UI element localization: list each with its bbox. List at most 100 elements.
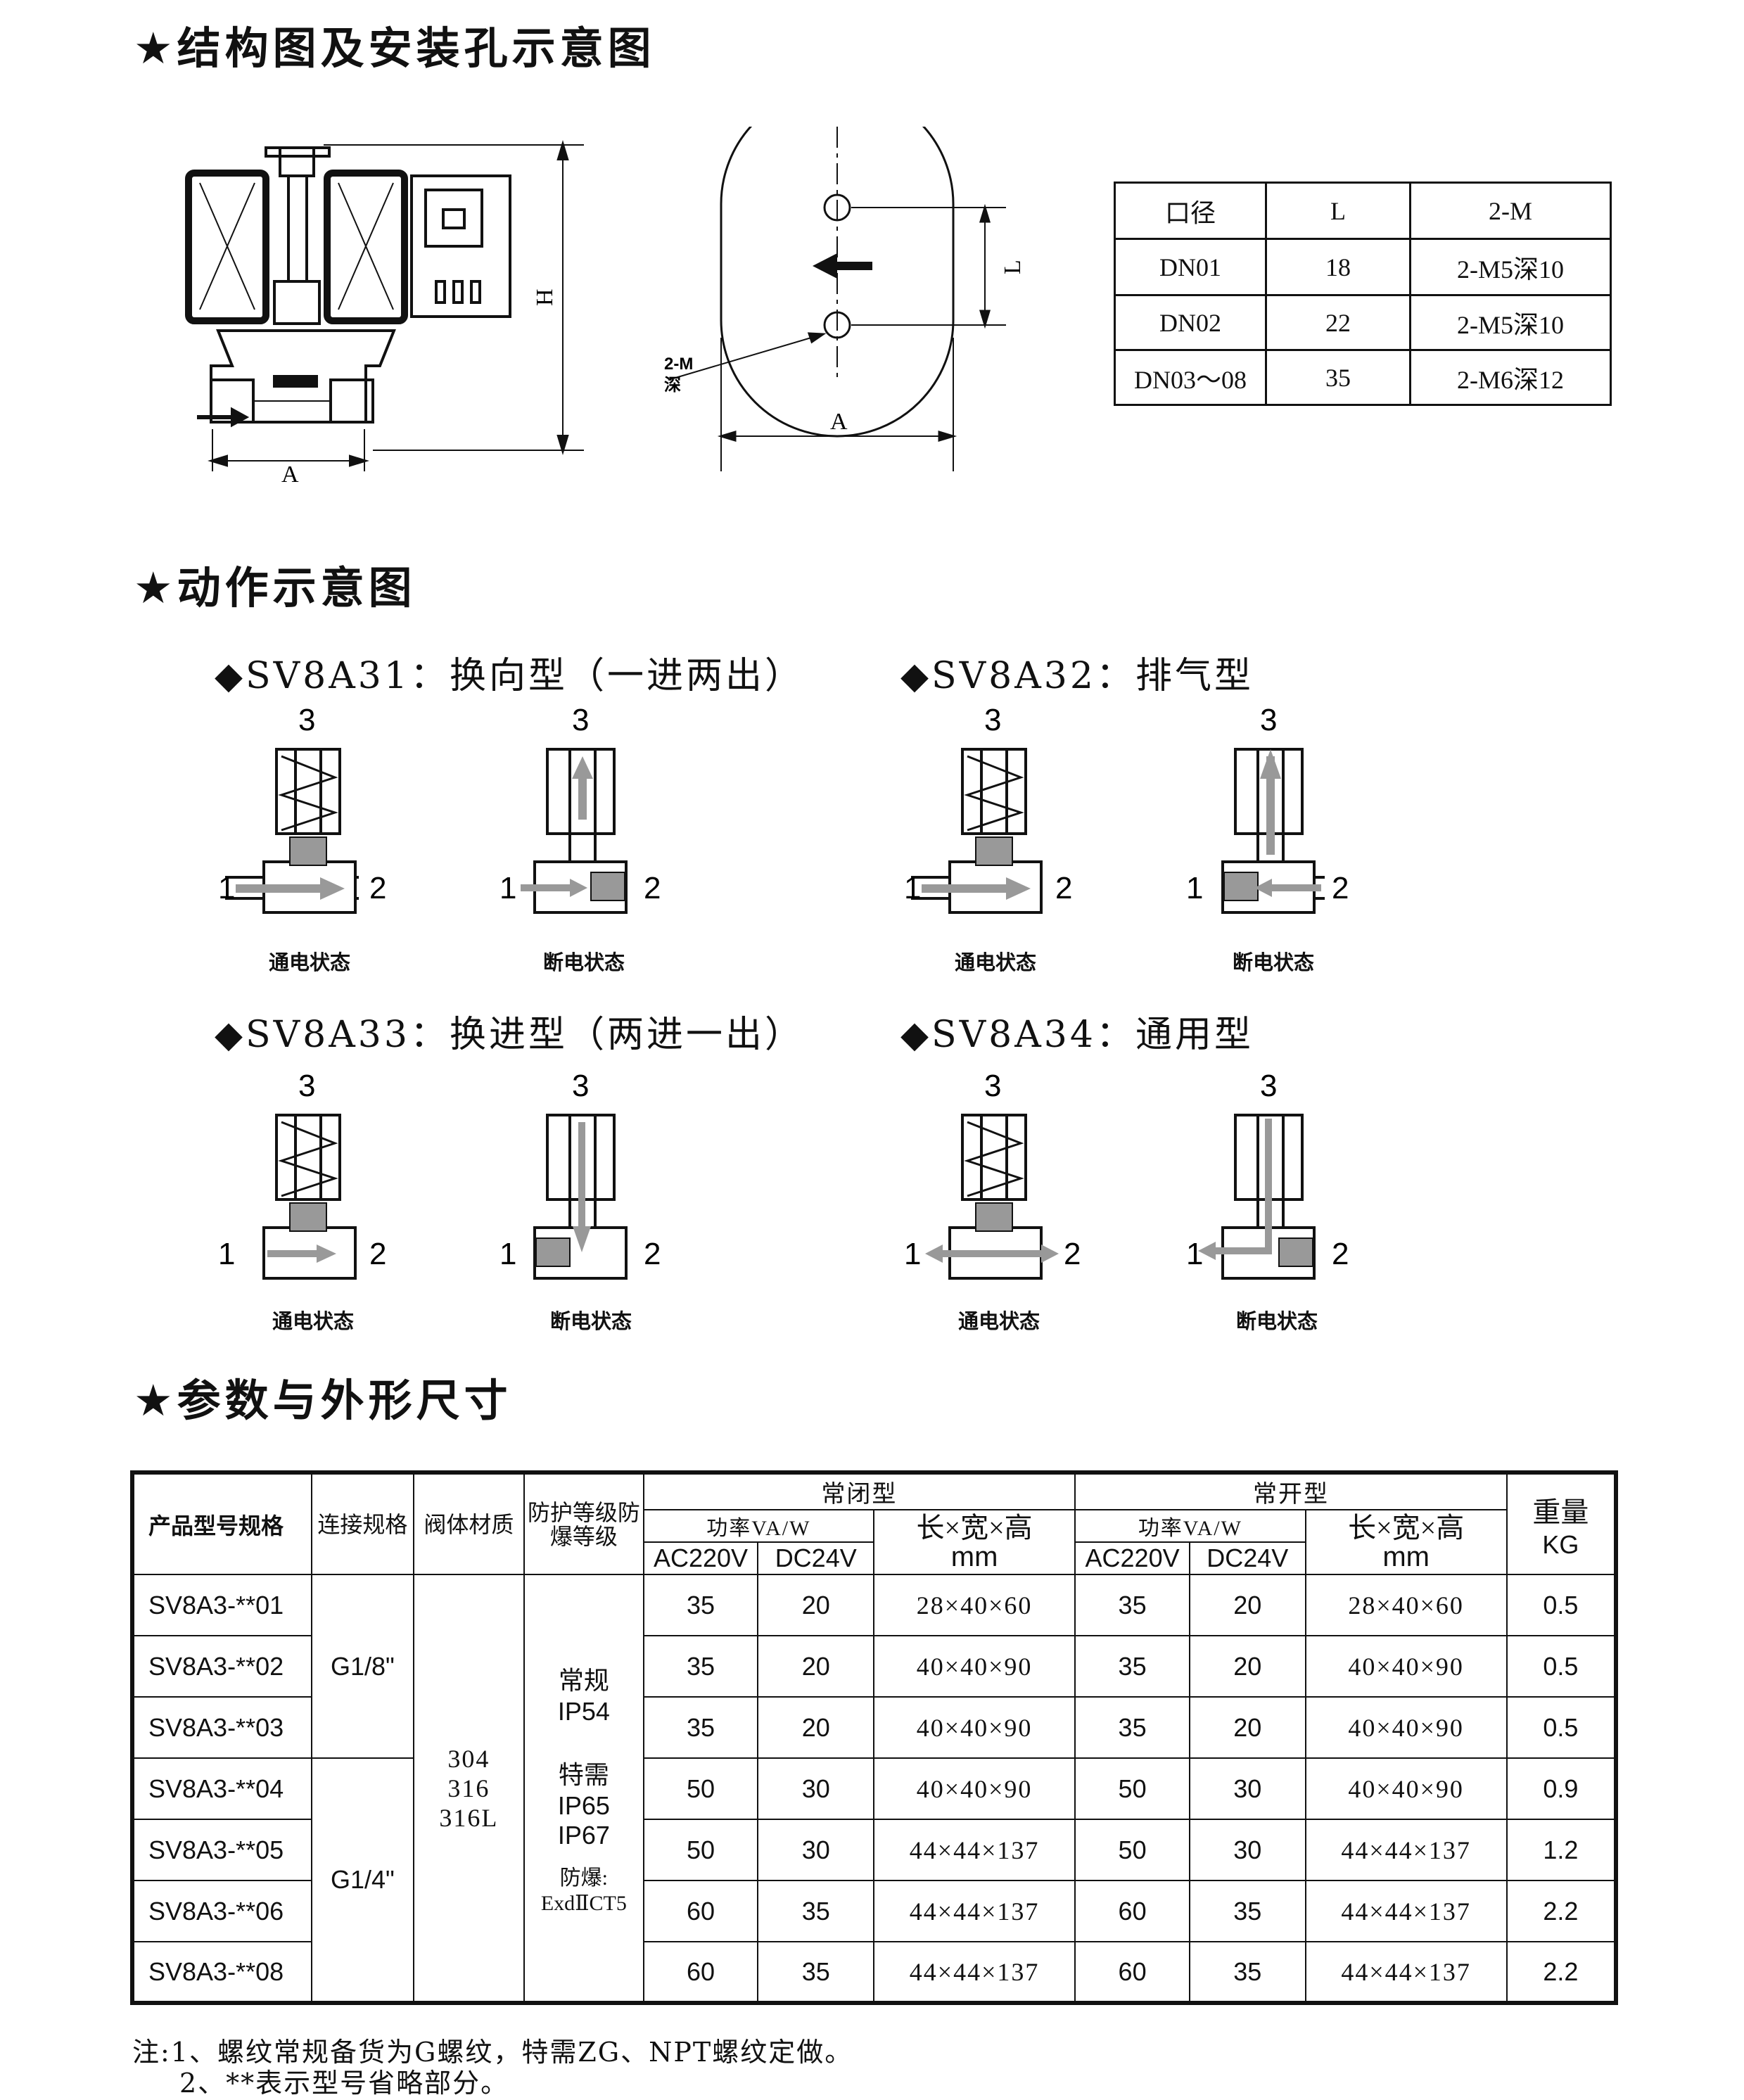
caption-sv8a31-on: 通电状态 — [268, 950, 350, 974]
header-protection: 防护等级防爆等级 — [523, 1472, 644, 1575]
port-2-label: 2 — [1064, 1237, 1081, 1271]
no-ac-cell: 35 — [1074, 1696, 1190, 1759]
port-3-label: 3 — [298, 703, 315, 737]
nc-ac-cell: 50 — [642, 1757, 759, 1820]
body-304: 304 — [447, 1744, 490, 1773]
port-3-label: 3 — [1260, 703, 1277, 737]
header-no-ac: AC220V — [1074, 1541, 1190, 1575]
header-normally-open: 常开型 — [1074, 1472, 1508, 1510]
action-title-sv8a34: ◆SV8A34：通用型 — [900, 1014, 1254, 1056]
caption-sv8a34-on: 通电状态 — [957, 1309, 1040, 1333]
table-row: SV8A3-**06 60 35 44×44×137 60 35 44×44×1… — [131, 1880, 1617, 1942]
no-dim-cell: 44×44×137 — [1304, 1941, 1508, 2004]
table-row: SV8A3-**01 G1/8" 304 316 316L 常规 IP54 特需… — [131, 1574, 1617, 2004]
hole-cell: 2-M5深10 — [1409, 238, 1612, 296]
action-title-sv8a31: ◆SV8A31：换向型（一进两出） — [215, 655, 804, 697]
protection-cell: 常规 IP54 特需 IP65 IP67 防爆: ExdⅡCT5 — [523, 1574, 644, 2004]
nc-dim-cell: 44×44×137 — [873, 1941, 1076, 2004]
model-cell: SV8A3-**08 — [131, 1941, 313, 2004]
weight-cell: 2.2 — [1506, 1941, 1617, 2004]
dim-a2-label: A — [830, 409, 848, 435]
connection-g18: G1/8" — [311, 1574, 414, 1759]
connection-g14: G1/4" — [311, 1757, 414, 2004]
prot-ip65: IP65 — [557, 1791, 610, 1820]
port-1-label: 1 — [218, 871, 235, 905]
table-row: SV8A3-**08 60 35 44×44×137 60 35 44×44×1… — [131, 1941, 1617, 2004]
port-2-label: 2 — [369, 1237, 386, 1271]
nc-dim-cell: 44×44×137 — [873, 1880, 1076, 1942]
no-dim-cell: 44×44×137 — [1304, 1880, 1508, 1942]
port-1-label: 1 — [904, 871, 921, 905]
nc-ac-cell: 60 — [642, 1941, 759, 2004]
model-cell: SV8A3-**04 — [131, 1757, 313, 1820]
hole-cell: 22 — [1265, 294, 1411, 351]
no-ac-cell: 50 — [1074, 1819, 1190, 1881]
no-ac-cell: 35 — [1074, 1635, 1190, 1698]
port-2-label: 2 — [1055, 871, 1072, 905]
caption-sv8a32-on: 通电状态 — [954, 950, 1036, 974]
table-row: DN01 18 2-M5深10 — [1114, 238, 1612, 296]
prot-regular: 常规 — [558, 1667, 609, 1695]
no-dc-cell: 20 — [1188, 1696, 1306, 1759]
header-model: 产品型号规格 — [131, 1472, 313, 1575]
weight-label: 重量 — [1532, 1496, 1589, 1528]
nc-ac-cell: 50 — [642, 1819, 759, 1881]
prot-ip54: IP54 — [557, 1697, 610, 1726]
table-row: SV8A3-**03 35 20 40×40×90 35 20 40×40×90… — [131, 1696, 1617, 1759]
body-316l: 316L — [439, 1803, 499, 1832]
dim-l-label: L — [1000, 260, 1026, 274]
weight-unit: KG — [1542, 1529, 1579, 1559]
weight-cell: 0.5 — [1506, 1696, 1617, 1759]
prot-exd: ExdⅡCT5 — [540, 1892, 627, 1915]
no-ac-cell: 60 — [1074, 1880, 1190, 1942]
no-ac-cell: 50 — [1074, 1757, 1190, 1820]
port-2-label: 2 — [644, 1237, 661, 1271]
table-row: SV8A3-**05 50 30 44×44×137 50 30 44×44×1… — [131, 1819, 1617, 1881]
nc-dc-cell: 20 — [757, 1635, 875, 1698]
dim-unit: mm — [1382, 1541, 1430, 1572]
nc-dc-cell: 20 — [757, 1696, 875, 1759]
dim-unit: mm — [950, 1541, 998, 1572]
diagram-sv8a32-energized: 3 1 2 — [904, 703, 1072, 914]
nc-dc-cell: 35 — [757, 1880, 875, 1942]
caption-sv8a34-off: 断电状态 — [1235, 1309, 1318, 1333]
model-cell: SV8A3-**06 — [131, 1880, 313, 1942]
hole-depth-label: 深 — [664, 376, 681, 395]
no-ac-cell: 60 — [1074, 1941, 1190, 2004]
weight-cell: 1.2 — [1506, 1819, 1617, 1881]
section-title-structure: ★结构图及安装孔示意图 — [134, 23, 656, 74]
port-3-label: 3 — [984, 703, 1001, 737]
header-nc-power: 功率VA/W — [642, 1509, 875, 1543]
weight-cell: 0.5 — [1506, 1574, 1617, 1636]
port-1-label: 1 — [1186, 871, 1203, 905]
weight-cell: 0.9 — [1506, 1757, 1617, 1820]
diagram-sv8a31-energized: 3 1 2 — [218, 703, 386, 914]
diagram-sv8a34-deenergized: 3 1 2 — [1186, 1069, 1349, 1280]
note-1: 注:1、螺纹常规备货为G螺纹，特需ZG、NPT螺纹定做。 — [132, 2037, 853, 2068]
nc-dc-cell: 30 — [757, 1819, 875, 1881]
model-cell: SV8A3-**05 — [131, 1819, 313, 1881]
hole-label: 2-M — [664, 355, 693, 374]
table-row: DN03～08 35 2-M6深12 — [1114, 349, 1612, 406]
dim-h-label: H — [532, 288, 558, 306]
model-cell: SV8A3-**01 — [131, 1574, 313, 1636]
table-row: SV8A3-**02 35 20 40×40×90 35 20 40×40×90… — [131, 1635, 1617, 1698]
nc-dim-cell: 44×44×137 — [873, 1819, 1076, 1881]
hole-cell: DN03～08 — [1114, 349, 1267, 406]
no-dim-cell: 40×40×90 — [1304, 1757, 1508, 1820]
caption-sv8a31-off: 断电状态 — [542, 950, 625, 974]
diagram-sv8a31-deenergized: 3 1 2 — [499, 703, 661, 914]
note-2: 2、**表示型号省略部分。 — [179, 2068, 509, 2099]
hole-cell: 18 — [1265, 238, 1411, 296]
prot-special: 特需 — [558, 1761, 609, 1789]
nc-dim-cell: 40×40×90 — [873, 1757, 1076, 1820]
port-2-label: 2 — [369, 871, 386, 905]
caption-sv8a32-off: 断电状态 — [1232, 950, 1314, 974]
nc-ac-cell: 35 — [642, 1635, 759, 1698]
port-1-label: 1 — [1186, 1237, 1203, 1271]
action-title-sv8a33: ◆SV8A33：换进型（两进一出） — [215, 1014, 804, 1056]
hole-header-2m: 2-M — [1409, 182, 1612, 240]
